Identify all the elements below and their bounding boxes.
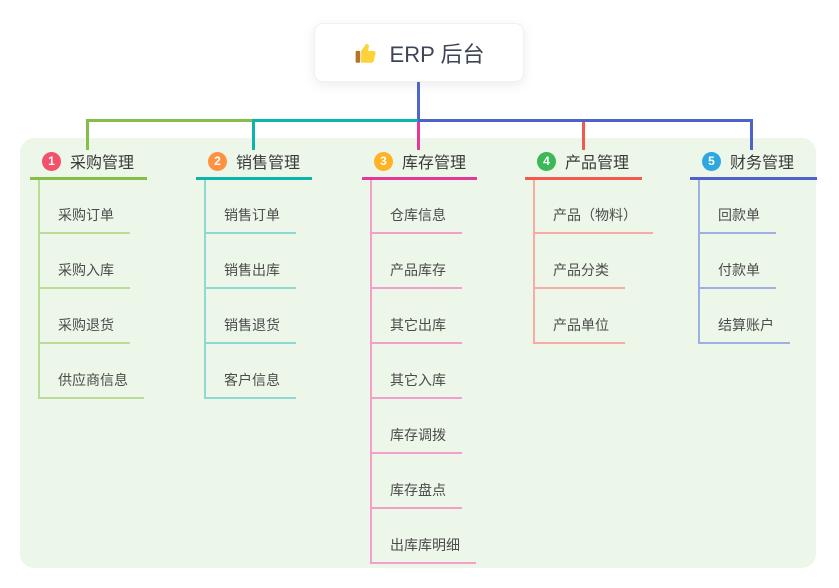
branch-label: 库存管理 [402,155,467,172]
branch-label: 采购管理 [70,155,135,172]
mindmap-node[interactable]: 产品单位 [533,316,625,344]
branch-inventory: 3 库存管理 仓库信息 产品库存 其它出库 其它入库 库存调拨 库存盘点 出库库… [362,150,477,564]
connector-drop-finance [750,119,753,150]
connector-drop-product [582,122,585,150]
branch-subtree-line [204,180,206,399]
branch-number-badge: 1 [42,151,61,171]
connector-horizontal-sales [253,119,418,122]
branch-subtree-line [38,180,40,399]
connector-horizontal-purchase [86,119,253,122]
connector-drop-purchase [86,119,89,150]
branch-label: 财务管理 [730,155,795,172]
branch-purchase: 1 采购管理 采购订单 采购入库 采购退货 供应商信息 [30,150,147,399]
mindmap-node[interactable]: 库存调拨 [370,426,462,454]
mindmap-node[interactable]: 采购入库 [38,261,130,289]
branch-header-inventory[interactable]: 3 库存管理 [362,150,477,180]
connector-drop-inventory [417,122,420,150]
branch-sales: 2 销售管理 销售订单 销售出库 销售退货 客户信息 [196,150,312,399]
branch-finance: 5 财务管理 回款单 付款单 结算账户 [690,150,817,344]
mindmap-node[interactable]: 其它出库 [370,316,462,344]
mindmap-node[interactable]: 销售出库 [204,261,296,289]
mindmap-node[interactable]: 产品库存 [370,261,462,289]
branch-number-badge: 4 [537,151,556,171]
mindmap-node[interactable]: 客户信息 [204,371,296,399]
mindmap-node[interactable]: 回款单 [698,206,776,234]
branch-header-sales[interactable]: 2 销售管理 [196,150,312,180]
branch-number-badge: 5 [702,151,721,171]
branch-header-finance[interactable]: 5 财务管理 [690,150,817,180]
branches-background-panel [20,138,816,568]
branch-subtree-line [698,180,700,344]
mindmap-node[interactable]: 产品分类 [533,261,625,289]
branch-number-badge: 2 [208,151,227,171]
branch-label: 产品管理 [565,155,630,172]
connector-drop-sales [252,119,255,150]
mindmap-node[interactable]: 仓库信息 [370,206,462,234]
root-node[interactable]: ERP 后台 [314,23,524,82]
mindmap-node[interactable]: 结算账户 [698,316,790,344]
mindmap-node[interactable]: 采购订单 [38,206,130,234]
mindmap-node[interactable]: 供应商信息 [38,371,144,399]
branch-subtree-line [370,180,372,564]
branch-subtree-line [533,180,535,344]
connector-horizontal-finance [418,119,752,122]
mindmap-node[interactable]: 付款单 [698,261,776,289]
connector-root-drop [417,82,420,120]
branch-header-product[interactable]: 4 产品管理 [525,150,642,180]
branch-header-purchase[interactable]: 1 采购管理 [30,150,147,180]
thumbs-up-icon [354,40,380,66]
root-title: ERP 后台 [389,41,485,67]
mindmap-node[interactable]: 库存盘点 [370,481,462,509]
mindmap-node[interactable]: 销售退货 [204,316,296,344]
branch-label: 销售管理 [236,155,301,172]
mindmap-node[interactable]: 产品（物料） [533,206,653,234]
mindmap-node[interactable]: 其它入库 [370,371,462,399]
mindmap-node[interactable]: 采购退货 [38,316,130,344]
branch-product: 4 产品管理 产品（物料） 产品分类 产品单位 [525,150,653,344]
mindmap-node[interactable]: 出库库明细 [370,536,476,564]
mindmap-node[interactable]: 销售订单 [204,206,296,234]
branch-number-badge: 3 [374,151,393,171]
